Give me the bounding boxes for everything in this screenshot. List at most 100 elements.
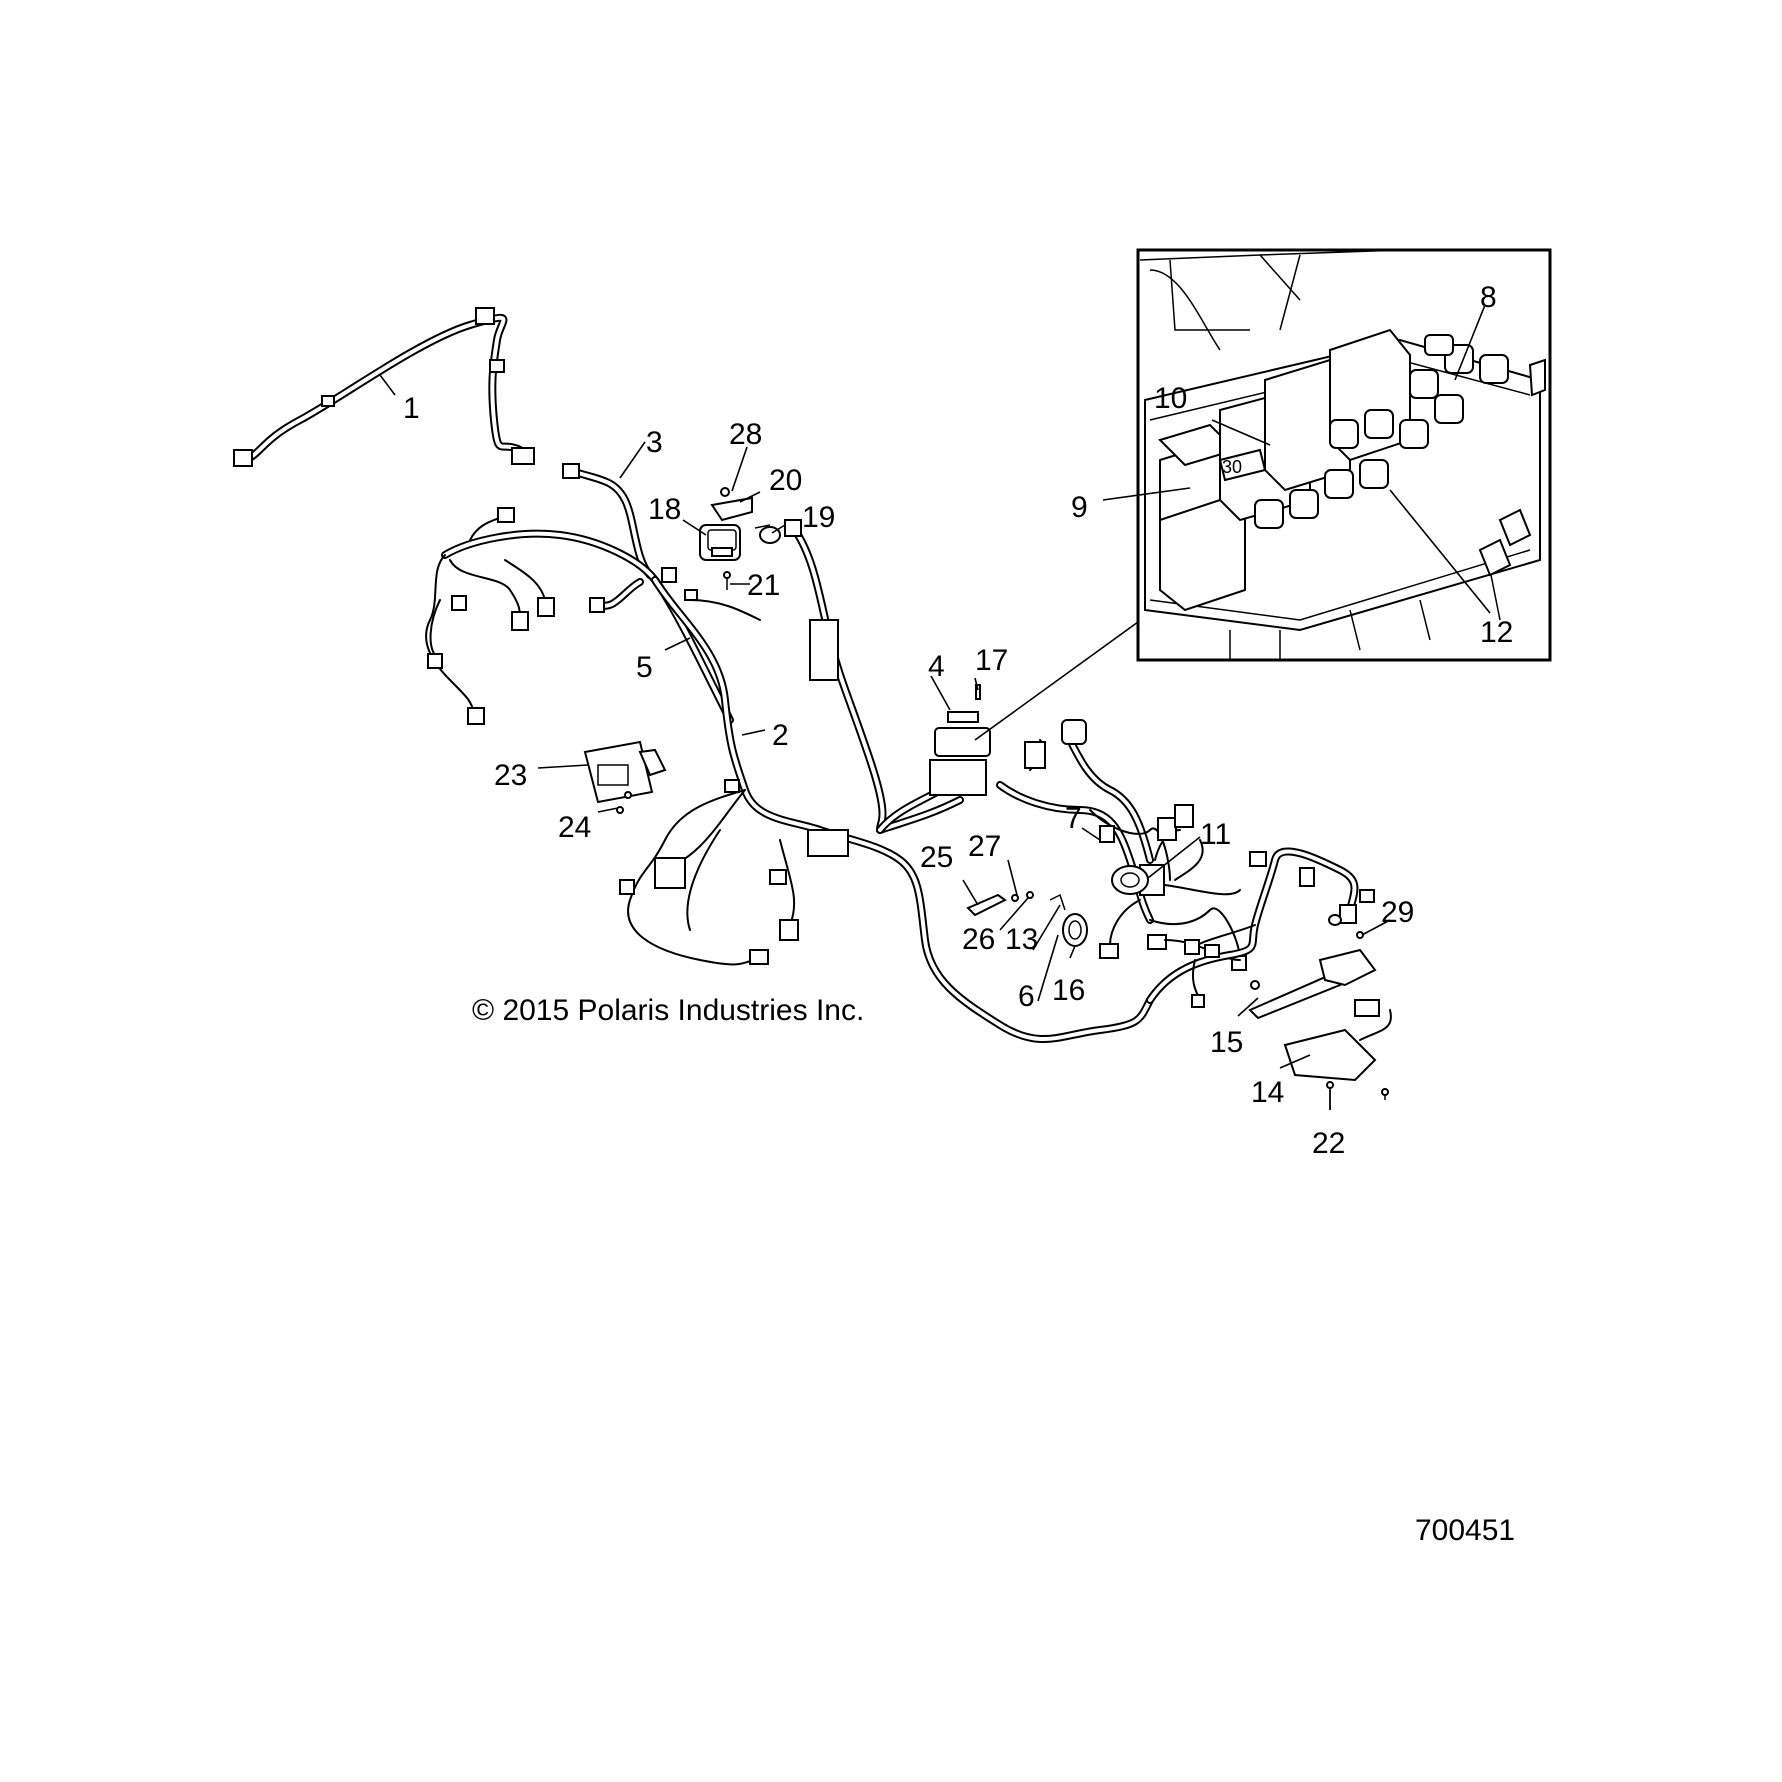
harness-1-connector-a: [233, 449, 253, 467]
harness-1-connector-b: [475, 307, 495, 325]
bracket-15: [1248, 914, 1377, 1020]
callout-14: 14: [1251, 1076, 1284, 1109]
relay-9b: [1159, 498, 1246, 612]
screw-15-a: [1250, 980, 1260, 990]
callout-2: 2: [772, 719, 789, 752]
clip-13: [1049, 893, 1066, 911]
bracket-25: [966, 891, 1034, 917]
callout-19: 19: [802, 501, 835, 534]
harness-5-connector-d: [467, 707, 485, 725]
fuse-box-label-4: [947, 711, 979, 723]
fuse-b: [1289, 489, 1319, 519]
callout-9: 9: [1071, 491, 1088, 524]
relay-30-label-plate: [1218, 448, 1267, 482]
harness-1-connector-c: [511, 447, 535, 465]
callout-5: 5: [636, 651, 653, 684]
callout-6: 6: [1018, 980, 1035, 1013]
harness-right-connector-e: [1184, 939, 1200, 955]
fuse-f: [1364, 409, 1394, 439]
harness-6-connector-d: [1147, 934, 1167, 950]
harness-1-clip: [489, 359, 505, 373]
harness-right-connector-d: [1359, 889, 1375, 903]
callout-24: 24: [558, 811, 591, 844]
callout-15: 15: [1210, 1026, 1243, 1059]
harness-right-branch: [1146, 847, 1375, 1008]
inset-leader: [974, 621, 1139, 741]
fuse-d: [1359, 459, 1389, 489]
callout-28: 28: [729, 418, 762, 451]
callout-16: 16: [1052, 974, 1085, 1007]
harness-2-connector-b: [779, 919, 799, 941]
harness-6-and-fuse-box: [876, 684, 1247, 971]
module-14-connector: [1354, 999, 1380, 1017]
harness-2-connector-f: [784, 519, 802, 537]
callout-12: 12: [1480, 616, 1513, 649]
screw-24b: [616, 806, 624, 814]
screw-26: [1026, 891, 1034, 899]
harness-6-connector-e: [1099, 943, 1119, 959]
callout-11: 11: [1200, 818, 1231, 851]
harness-3-connector: [562, 463, 580, 479]
harness-5-connector-c: [537, 597, 555, 617]
fuse-l: [1424, 334, 1454, 356]
callout-20: 20: [769, 464, 802, 497]
callout-25: 25: [920, 841, 953, 874]
callout-7: 7: [1065, 802, 1082, 835]
ecu-23: [583, 740, 667, 814]
harness-2-connector-e: [749, 949, 769, 965]
harness-5: [425, 507, 761, 725]
fuse-box-cover: [934, 727, 991, 757]
fuse-a: [1254, 499, 1284, 529]
harness-right-connector-b: [1299, 867, 1315, 887]
harness-1: [233, 307, 535, 467]
callout-23: 23: [494, 759, 527, 792]
harness-5-connector-a: [497, 507, 515, 523]
fuse-e: [1329, 419, 1359, 449]
harness-2-clip-b: [684, 589, 698, 601]
harness-2: [619, 519, 1154, 1043]
harness-2-connector-a: [654, 857, 686, 889]
relay-18: [699, 524, 741, 561]
callout-4: 4: [928, 650, 945, 683]
fuse-k: [1479, 354, 1509, 384]
harness-right-clip: [1204, 944, 1220, 958]
screw-24: [624, 791, 632, 799]
harness-right-connector-f: [1191, 994, 1205, 1008]
fuse-box-base: [929, 759, 987, 796]
grommet-16: [1062, 913, 1088, 947]
harness-2-connector-c: [769, 869, 787, 885]
grommet-11-inner: [1120, 872, 1140, 888]
harness-2-block: [809, 619, 839, 681]
harness-5-connector-f: [451, 595, 467, 611]
harness-2-clip: [724, 779, 740, 793]
harness-6-connector-b: [1061, 719, 1087, 745]
callout-18: 18: [648, 493, 681, 526]
harness-5-connector-g: [661, 567, 677, 583]
harness-2-splice: [807, 829, 849, 857]
callout-13: 13: [1005, 923, 1038, 956]
callout-3: 3: [646, 426, 663, 459]
fuse-i: [1409, 369, 1439, 399]
harness-2-connector-d: [619, 879, 635, 895]
fuse-g: [1399, 419, 1429, 449]
callout-21: 21: [747, 569, 780, 602]
bracket-20: [710, 487, 753, 522]
callout-numbers: 1 2 3 4 5 6 7 8 9 10 11 12 13 14 15 16 1…: [403, 281, 1513, 1160]
clip-19: [754, 524, 781, 544]
relay-7: [1099, 825, 1115, 843]
leader-lines: [379, 304, 1491, 1110]
drawing-number: 700451: [1415, 1514, 1515, 1547]
callout-22: 22: [1312, 1127, 1345, 1160]
relay-label-30: 30: [1222, 457, 1242, 477]
fuse-box-screw-17: [975, 684, 981, 700]
harness-5-connector-b: [511, 611, 529, 631]
nut-28: [720, 487, 730, 497]
callout-17: 17: [975, 644, 1008, 677]
harness-6-connector-h: [1174, 804, 1194, 828]
fuse-h: [1434, 394, 1464, 424]
callout-27: 27: [968, 830, 1001, 863]
copyright-caption: © 2015 Polaris Industries Inc.: [472, 994, 864, 1027]
callout-29: 29: [1381, 896, 1414, 929]
harness-6-connector-a: [1024, 741, 1046, 769]
